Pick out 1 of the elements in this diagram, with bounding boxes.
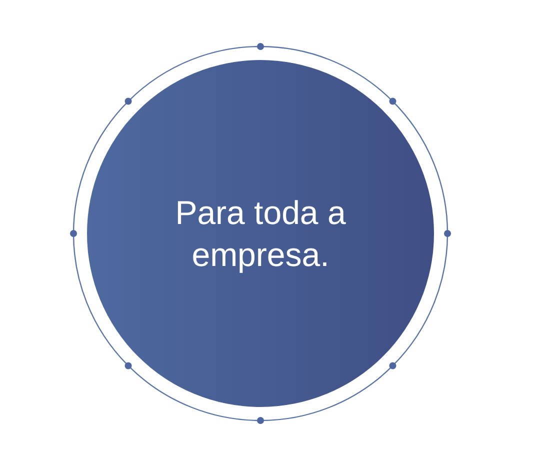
center-heading: Para toda a empresa. — [174, 193, 347, 275]
